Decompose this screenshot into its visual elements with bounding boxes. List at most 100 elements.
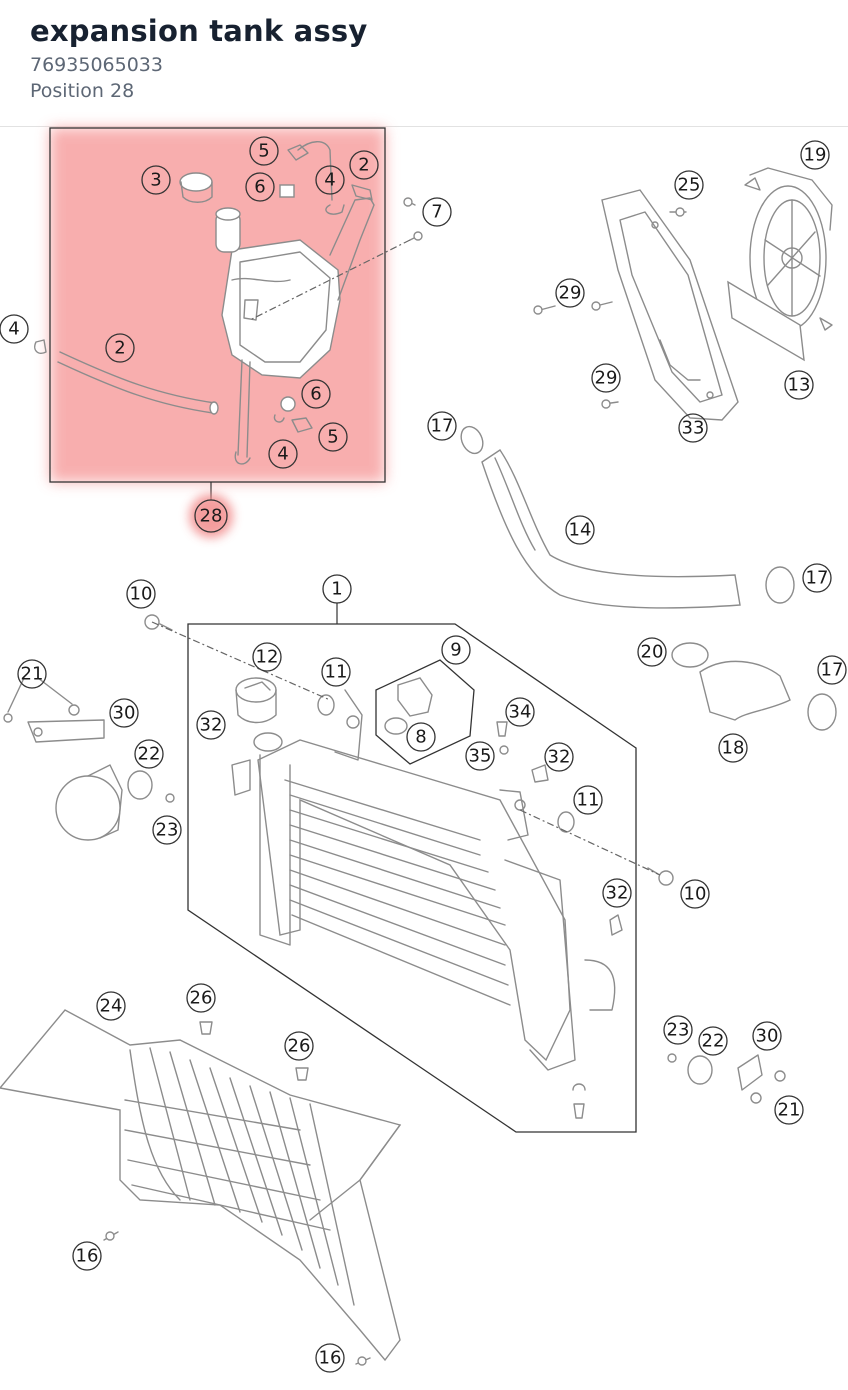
callout-4[interactable]: 4 [315, 165, 345, 195]
callout-16[interactable]: 16 [72, 1241, 102, 1271]
callout-13[interactable]: 13 [784, 370, 814, 400]
svg-text:29: 29 [595, 368, 618, 389]
fan-shroud-icon [601, 189, 739, 421]
svg-text:26: 26 [190, 988, 213, 1009]
callout-28[interactable]: 28 [194, 499, 228, 533]
callout-11[interactable]: 11 [321, 657, 351, 687]
callout-2[interactable]: 2 [105, 333, 135, 363]
callout-17[interactable]: 17 [427, 411, 457, 441]
svg-text:3: 3 [150, 170, 161, 191]
callout-2[interactable]: 2 [349, 150, 379, 180]
svg-text:19: 19 [804, 145, 827, 166]
part-number: 76935065033 [30, 54, 163, 76]
clamp-icon [34, 339, 47, 354]
svg-text:11: 11 [577, 790, 600, 811]
svg-text:18: 18 [722, 738, 745, 759]
upper-hose-icon [460, 425, 837, 731]
callout-24[interactable]: 24 [96, 991, 126, 1021]
position-label: Position 28 [30, 80, 135, 102]
coolant-hose-icon [57, 351, 219, 415]
svg-text:11: 11 [325, 662, 348, 683]
callout-29[interactable]: 29 [555, 278, 585, 308]
callout-19[interactable]: 19 [800, 140, 830, 170]
svg-text:22: 22 [138, 744, 161, 765]
hose-clamps-icon [273, 141, 423, 433]
bolts-radiator-icon [144, 614, 674, 1119]
callout-35[interactable]: 35 [465, 741, 495, 771]
callout-3[interactable]: 3 [141, 165, 171, 195]
radiator-cap-icon [235, 677, 277, 724]
callout-7[interactable]: 7 [422, 197, 452, 227]
callout-22[interactable]: 22 [134, 739, 164, 769]
radiator-icon [231, 689, 616, 1071]
callout-8[interactable]: 8 [406, 722, 436, 752]
callout-29[interactable]: 29 [591, 363, 621, 393]
svg-text:7: 7 [431, 202, 442, 223]
svg-text:17: 17 [806, 568, 829, 589]
callout-14[interactable]: 14 [565, 515, 595, 545]
svg-text:16: 16 [76, 1246, 99, 1267]
callout-25[interactable]: 25 [674, 170, 704, 200]
svg-text:4: 4 [8, 319, 19, 340]
callout-23[interactable]: 23 [152, 815, 182, 845]
callout-6[interactable]: 6 [245, 172, 275, 202]
callout-34[interactable]: 34 [505, 697, 535, 727]
svg-text:26: 26 [288, 1036, 311, 1057]
callout-32[interactable]: 32 [544, 742, 574, 772]
callout-5[interactable]: 5 [249, 136, 279, 166]
svg-text:6: 6 [254, 177, 265, 198]
radiator-cover-icon [0, 1009, 402, 1362]
callout-1[interactable]: 1 [322, 574, 352, 604]
callout-10[interactable]: 10 [680, 879, 710, 909]
callout-22[interactable]: 22 [698, 1026, 728, 1056]
callout-21[interactable]: 21 [774, 1095, 804, 1125]
callout-18[interactable]: 18 [718, 733, 748, 763]
callout-16[interactable]: 16 [315, 1343, 345, 1373]
callout-21[interactable]: 21 [17, 659, 47, 689]
callout-17[interactable]: 17 [802, 563, 832, 593]
cover-screws-icon [103, 1021, 371, 1366]
filler-cap-icon [179, 172, 213, 203]
callout-32[interactable]: 32 [602, 878, 632, 908]
svg-text:20: 20 [641, 642, 664, 663]
callout-17[interactable]: 17 [817, 655, 847, 685]
callout-26[interactable]: 26 [284, 1031, 314, 1061]
svg-text:23: 23 [156, 820, 179, 841]
callout-33[interactable]: 33 [678, 413, 708, 443]
svg-text:4: 4 [277, 444, 288, 465]
callout-20[interactable]: 20 [637, 637, 667, 667]
callout-30[interactable]: 30 [109, 698, 139, 728]
svg-text:32: 32 [606, 883, 629, 904]
svg-text:22: 22 [702, 1031, 725, 1052]
svg-text:8: 8 [415, 727, 426, 748]
svg-text:2: 2 [358, 155, 369, 176]
svg-text:30: 30 [756, 1026, 779, 1047]
callout-12[interactable]: 12 [252, 642, 282, 672]
callout-5[interactable]: 5 [318, 422, 348, 452]
svg-text:14: 14 [569, 520, 592, 541]
callout-23[interactable]: 23 [663, 1015, 693, 1045]
callout-6[interactable]: 6 [301, 379, 331, 409]
callout-30[interactable]: 30 [752, 1021, 782, 1051]
svg-text:32: 32 [548, 747, 571, 768]
svg-text:24: 24 [100, 996, 123, 1017]
callout-9[interactable]: 9 [441, 635, 471, 665]
svg-text:6: 6 [310, 384, 321, 405]
callout-10[interactable]: 10 [126, 579, 156, 609]
svg-text:28: 28 [200, 506, 223, 527]
callout-11[interactable]: 11 [573, 785, 603, 815]
part-title: expansion tank assy [30, 14, 368, 48]
svg-text:4: 4 [324, 170, 335, 191]
svg-text:35: 35 [469, 746, 492, 767]
callout-26[interactable]: 26 [186, 983, 216, 1013]
callout-4[interactable]: 4 [268, 439, 298, 469]
callout-4[interactable]: 4 [0, 314, 29, 344]
svg-text:23: 23 [667, 1020, 690, 1041]
radiator-frame [187, 603, 637, 1133]
svg-text:12: 12 [256, 647, 279, 668]
callout-32[interactable]: 32 [196, 710, 226, 740]
horn-icon [3, 677, 175, 841]
thermo-switch-icon [384, 677, 433, 735]
svg-text:34: 34 [509, 702, 532, 723]
